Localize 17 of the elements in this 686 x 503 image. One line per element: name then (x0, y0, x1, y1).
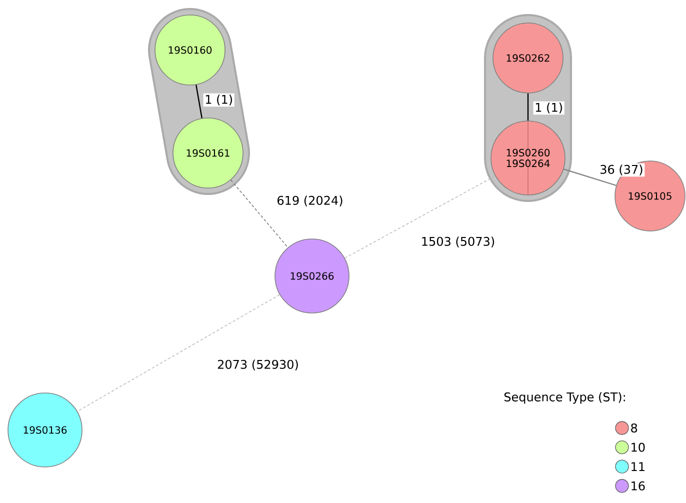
link-line (527, 93, 529, 121)
edge-label: 1503 (5073) (420, 235, 496, 249)
edge-label: 619 (2024) (275, 194, 345, 208)
cluster-band (484, 14, 572, 202)
legend-label: 11 (632, 462, 644, 471)
link-line (196, 84, 202, 118)
legend-title: Sequence Type (ST): (504, 392, 625, 404)
edge-label: 36 (37) (598, 163, 645, 177)
cluster-band (148, 8, 250, 195)
legend-label: 8 (631, 423, 638, 433)
link-line (77, 294, 280, 412)
edge-label: 2073 (52930) (216, 358, 300, 372)
legend-label: 16 (632, 481, 645, 490)
link-line (230, 180, 288, 248)
legend-label: 10 (632, 442, 645, 452)
link-line (344, 176, 496, 258)
link-line (564, 168, 616, 186)
